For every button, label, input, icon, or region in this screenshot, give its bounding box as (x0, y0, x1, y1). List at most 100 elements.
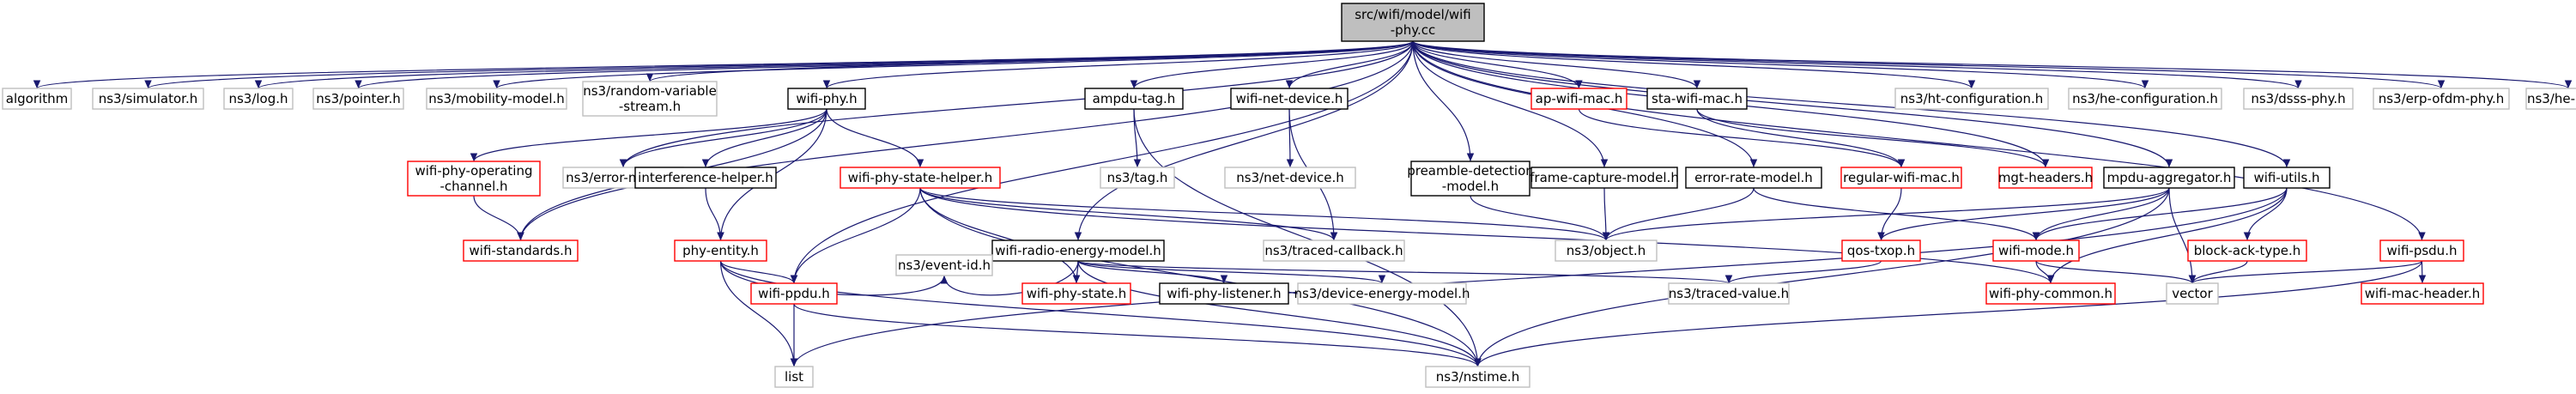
edge-statehelper-to-phycommon (919, 187, 2055, 284)
node-label: wifi-standards.h (470, 243, 573, 258)
node-phy-entity-h[interactable]: phy-entity.h (674, 239, 767, 262)
node-box (223, 88, 294, 110)
node-frame-capture-model-h[interactable]: frame-capture-model.h (1530, 167, 1679, 189)
node-algorithm: algorithm (2, 88, 72, 110)
dependency-edges (33, 40, 2572, 367)
edge-statehelper-to-object (919, 187, 1610, 241)
node-label: ns3/net-device.h (1236, 170, 1344, 185)
edge-apwifimac-to-regmac (1578, 108, 1906, 168)
node-box (2379, 239, 2464, 262)
node-preamble-detection-model-h[interactable]: preamble-detection-model.h (1407, 161, 1534, 197)
edge-root-to-dsssphy (1412, 40, 2302, 89)
node-wifi-psdu-h[interactable]: wifi-psdu.h (2379, 239, 2464, 262)
node-vector: vector (2166, 282, 2219, 305)
node-wifi-phy-common-h[interactable]: wifi-phy-common.h (1985, 282, 2116, 305)
node-box (2103, 167, 2235, 189)
node-ns3-he-phy-h: ns3/he-phy.h (2525, 88, 2576, 110)
node-mgt-headers-h[interactable]: mgt-headers.h (1998, 167, 2093, 189)
node-block-ack-type-h[interactable]: block-ack-type.h (2187, 239, 2307, 262)
edge-mpdu-to-vector (2168, 187, 2197, 284)
node-box (1841, 239, 1921, 262)
edge-phyentity-to-nstime (719, 260, 1482, 367)
edge-root-to-randomvar (646, 40, 1414, 82)
node-ns3-tag-h: ns3/tag.h (1100, 167, 1175, 189)
edge-root-to-log (255, 40, 1414, 89)
node-box (1985, 282, 2116, 305)
node-label: block-ack-type.h (2194, 243, 2301, 258)
edge-root-to-wifiphy (822, 40, 1414, 89)
node-label: sta-wifi-mac.h (1652, 91, 1743, 106)
node-label: -channel.h (439, 179, 507, 194)
node-label: wifi-phy-operating (415, 163, 533, 179)
edge-root-to-errormodel (619, 40, 1414, 168)
edge-radioenergy-to-nstime (1077, 260, 1482, 367)
node-box (1084, 88, 1184, 110)
edge-mpdu-to-nstime (1474, 187, 2170, 367)
node-ns3-device-energy-model-h: ns3/device-energy-model.h (1294, 282, 1470, 305)
edge-phyentity-to-wifippdu (719, 260, 798, 284)
node-wifi-phy-state-h[interactable]: wifi-phy-state.h (1021, 282, 1131, 305)
node-wifi-phy-operating-channel-h[interactable]: wifi-phy-operating-channel.h (407, 161, 541, 197)
node-box (839, 167, 1001, 189)
node-label: preamble-detection (1407, 163, 1534, 179)
node-box (895, 254, 993, 276)
edge-statehelper-to-tracedcb (919, 187, 1338, 241)
edge-wifimode-to-vector (2035, 260, 2197, 284)
node-wifi-utils-h[interactable]: wifi-utils.h (2243, 167, 2331, 189)
edge-wifiutils-to-phycommon (2046, 187, 2288, 284)
node-label: list (785, 369, 803, 385)
node-box (2068, 88, 2222, 110)
node-ampdu-tag-h[interactable]: ampdu-tag.h (1084, 88, 1184, 110)
node-box (1425, 366, 1530, 388)
node-ns3-nstime-h: ns3/nstime.h (1425, 366, 1530, 388)
node-label: ns3/he-phy.h (2527, 91, 2576, 106)
node-src-wifi-model-wifi-phy-cc[interactable]: src/wifi/model/wifi-phy.cc (1341, 3, 1485, 42)
node-label: ns3/object.h (1567, 243, 1646, 258)
node-label: ns3/traced-value.h (1669, 286, 1789, 301)
edge-root-to-framecap (1412, 40, 1609, 168)
node-error-rate-model-h[interactable]: error-rate-model.h (1685, 167, 1822, 189)
node-label: ns3/tag.h (1107, 170, 1168, 185)
node-wifi-phy-state-helper-h[interactable]: wifi-phy-state-helper.h (839, 167, 1001, 189)
edge-mpdu-to-qostxop (1877, 187, 2170, 241)
node-box (2, 88, 72, 110)
node-wifi-ppdu-h[interactable]: wifi-ppdu.h (750, 282, 838, 305)
edge-root-to-algorithm (33, 40, 1414, 89)
edge-root-to-stawifimac (1412, 40, 1701, 89)
node-label: error-rate-model.h (1694, 170, 1813, 185)
node-box (1555, 239, 1658, 262)
node-regular-wifi-mac-h[interactable]: regular-wifi-mac.h (1840, 167, 1962, 189)
node-qos-txop-h[interactable]: qos-txop.h (1841, 239, 1921, 262)
edge-opchannel-to-standards (473, 195, 524, 241)
edge-root-to-pointer (355, 40, 1414, 89)
node-wifi-radio-energy-model-h[interactable]: wifi-radio-energy-model.h (991, 239, 1165, 262)
node-label: wifi-net-device.h (1236, 91, 1343, 106)
node-ns3-ht-configuration-h: ns3/ht-configuration.h (1894, 88, 2049, 110)
node-wifi-mode-h[interactable]: wifi-mode.h (1992, 239, 2080, 262)
node-label: mgt-headers.h (1998, 170, 2093, 185)
node-wifi-standards-h[interactable]: wifi-standards.h (463, 239, 579, 262)
node-box (1894, 88, 2049, 110)
node-ns3-net-device-h: ns3/net-device.h (1224, 167, 1356, 189)
edge-root-to-hephy (1412, 40, 2572, 89)
edge-qostxop-to-tracedvalue (1724, 260, 1882, 284)
node-wifi-mac-header-h[interactable]: wifi-mac-header.h (2361, 282, 2484, 305)
node-label: phy-entity.h (682, 243, 759, 258)
node-label: src/wifi/model/wifi (1355, 7, 1471, 22)
node-ap-wifi-mac-h[interactable]: ap-wifi-mac.h (1530, 88, 1627, 110)
node-sta-wifi-mac-h[interactable]: sta-wifi-mac.h (1646, 88, 1748, 110)
edge-mpdu-to-object (1602, 187, 2170, 241)
node-box (407, 161, 541, 197)
node-label: algorithm (6, 91, 68, 106)
node-wifi-phy-h[interactable]: wifi-phy.h (787, 88, 866, 110)
node-wifi-phy-listener-h[interactable]: wifi-phy-listener.h (1159, 282, 1289, 305)
edge-stawifimac-to-mgthdr (1696, 108, 2050, 168)
node-ns3-event-id-h: ns3/event-id.h (895, 254, 993, 276)
node-wifi-net-device-h[interactable]: wifi-net-device.h (1230, 88, 1349, 110)
node-label: qos-txop.h (1847, 243, 1915, 258)
node-mpdu-aggregator-h[interactable]: mpdu-aggregator.h (2103, 167, 2235, 189)
node-interference-helper-h[interactable]: interference-helper.h (634, 167, 777, 189)
edge-wifiphy-to-opchannel (470, 108, 827, 162)
edge-root-to-wifiutils (1412, 40, 2291, 168)
node-box (1100, 167, 1175, 189)
